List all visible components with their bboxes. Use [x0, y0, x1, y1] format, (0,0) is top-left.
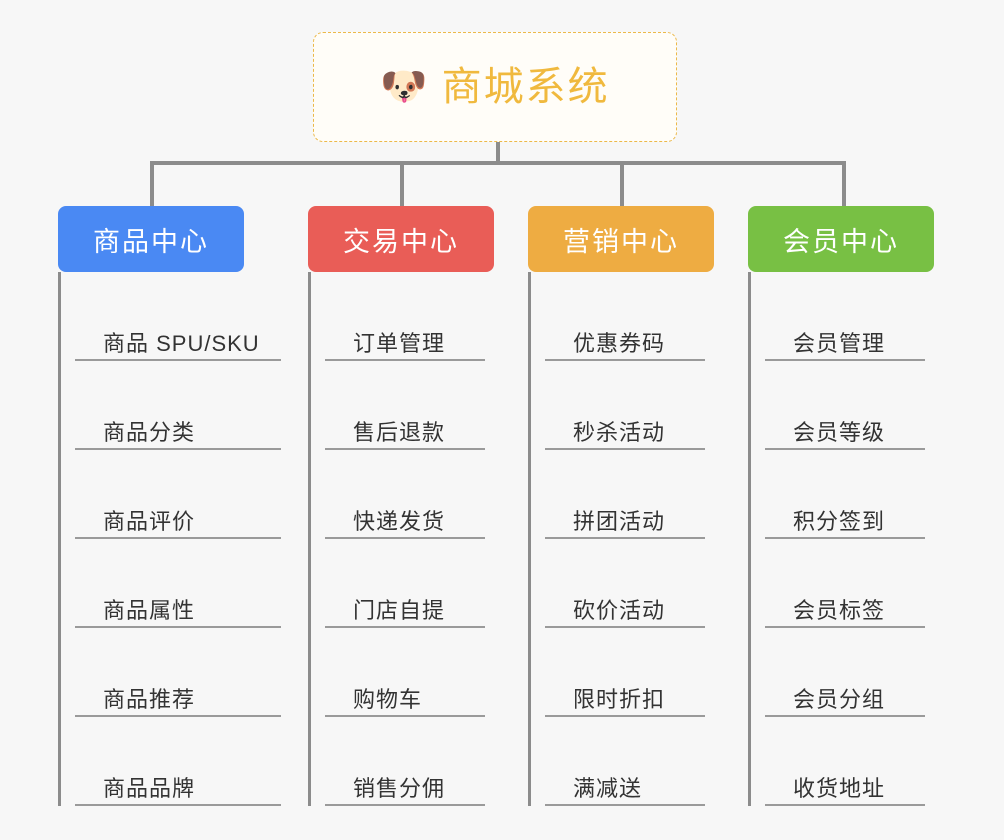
leaf-label: 满减送 [573, 775, 643, 801]
leaf-item[interactable]: 拼团活动 [545, 450, 705, 539]
leaf-label: 门店自提 [353, 597, 446, 623]
leaf-item[interactable]: 会员等级 [765, 361, 925, 450]
connector-drop-branch-3 [620, 161, 624, 206]
leaf-item[interactable]: 限时折扣 [545, 628, 705, 717]
branch-leaf-list-product: 商品 SPU/SKU 商品分类 商品评价 商品属性 商品推荐 商品品牌 [58, 272, 285, 806]
leaf-item[interactable]: 会员标签 [765, 539, 925, 628]
leaf-item[interactable]: 商品推荐 [75, 628, 281, 717]
leaf-label: 秒杀活动 [573, 419, 666, 445]
shiba-dog-face-icon: 🐶 [380, 66, 428, 108]
leaf-item[interactable]: 售后退款 [325, 361, 485, 450]
branch-header-label: 商品中心 [93, 226, 209, 257]
leaf-item[interactable]: 满减送 [545, 717, 705, 806]
leaf-label: 销售分佣 [353, 775, 446, 801]
leaf-item[interactable]: 门店自提 [325, 539, 485, 628]
leaf-label: 订单管理 [353, 330, 446, 356]
connector-drop-branch-4 [842, 161, 846, 206]
branch-header-label: 会员中心 [783, 226, 899, 257]
branch-column-marketing: 营销中心 优惠券码 秒杀活动 拼团活动 砍价活动 限时折扣 满减送 [528, 206, 738, 806]
leaf-item[interactable]: 商品评价 [75, 450, 281, 539]
leaf-item[interactable]: 砍价活动 [545, 539, 705, 628]
leaf-item[interactable]: 商品 SPU/SKU [75, 272, 281, 361]
leaf-item[interactable]: 商品分类 [75, 361, 281, 450]
branch-header-marketing[interactable]: 营销中心 [528, 206, 714, 272]
connector-drop-branch-2 [400, 161, 404, 206]
leaf-item[interactable]: 商品品牌 [75, 717, 281, 806]
leaf-item[interactable]: 秒杀活动 [545, 361, 705, 450]
leaf-item[interactable]: 商品属性 [75, 539, 281, 628]
branch-header-label: 营销中心 [563, 226, 679, 257]
leaf-label: 商品评价 [103, 508, 196, 534]
leaf-label: 积分签到 [793, 508, 886, 534]
leaf-label: 会员分组 [793, 686, 886, 712]
leaf-item[interactable]: 会员分组 [765, 628, 925, 717]
leaf-item[interactable]: 销售分佣 [325, 717, 485, 806]
leaf-item[interactable]: 订单管理 [325, 272, 485, 361]
leaf-label: 商品推荐 [103, 686, 196, 712]
branch-header-product[interactable]: 商品中心 [58, 206, 244, 272]
connector-drop-branch-1 [150, 161, 154, 206]
branch-leaf-list-marketing: 优惠券码 秒杀活动 拼团活动 砍价活动 限时折扣 满减送 [528, 272, 745, 806]
root-title: 商城系统 [441, 65, 610, 109]
leaf-label: 购物车 [353, 686, 423, 712]
leaf-label: 限时折扣 [573, 686, 666, 712]
leaf-label: 商品分类 [103, 419, 196, 445]
branch-leaf-list-member: 会员管理 会员等级 积分签到 会员标签 会员分组 收货地址 [748, 272, 965, 806]
leaf-label: 快递发货 [353, 508, 446, 534]
leaf-label: 售后退款 [353, 419, 446, 445]
branch-column-member: 会员中心 会员管理 会员等级 积分签到 会员标签 会员分组 收货地址 [748, 206, 958, 806]
leaf-item[interactable]: 收货地址 [765, 717, 925, 806]
leaf-label: 会员等级 [793, 419, 886, 445]
branch-header-member[interactable]: 会员中心 [748, 206, 934, 272]
branch-header-transaction[interactable]: 交易中心 [308, 206, 494, 272]
leaf-item[interactable]: 快递发货 [325, 450, 485, 539]
leaf-label: 商品品牌 [103, 775, 196, 801]
leaf-label: 商品属性 [103, 597, 196, 623]
leaf-label: 会员管理 [793, 330, 886, 356]
root-node[interactable]: 🐶 商城系统 [313, 32, 677, 142]
leaf-item[interactable]: 优惠券码 [545, 272, 705, 361]
leaf-item[interactable]: 购物车 [325, 628, 485, 717]
leaf-item[interactable]: 会员管理 [765, 272, 925, 361]
branch-column-transaction: 交易中心 订单管理 售后退款 快递发货 门店自提 购物车 销售分佣 [308, 206, 518, 806]
leaf-item[interactable]: 积分签到 [765, 450, 925, 539]
leaf-label: 收货地址 [793, 775, 886, 801]
leaf-label: 优惠券码 [573, 330, 666, 356]
connector-root-stem [496, 142, 500, 164]
branch-header-label: 交易中心 [343, 226, 459, 257]
leaf-label: 会员标签 [793, 597, 886, 623]
branch-leaf-list-transaction: 订单管理 售后退款 快递发货 门店自提 购物车 销售分佣 [308, 272, 525, 806]
leaf-label: 商品 SPU/SKU [103, 330, 260, 356]
leaf-label: 砍价活动 [573, 597, 666, 623]
branch-column-product: 商品中心 商品 SPU/SKU 商品分类 商品评价 商品属性 商品推荐 商品品牌 [58, 206, 288, 806]
connector-horizontal-bus [150, 161, 846, 165]
leaf-label: 拼团活动 [573, 508, 666, 534]
